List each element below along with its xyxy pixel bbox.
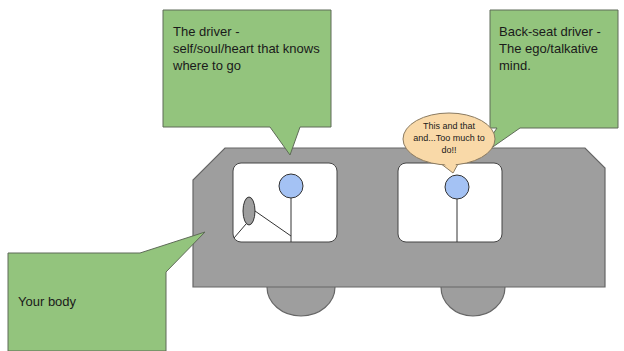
callout-text: This and that and...Too much to do!! <box>413 121 485 156</box>
callout-text: Back-seat driver - The ego/talkative min… <box>499 24 610 75</box>
stick-arm <box>255 211 291 236</box>
callout-shape <box>477 10 618 158</box>
window <box>233 163 337 242</box>
callout-text: The driver - self/soul/heart that knows … <box>173 24 321 75</box>
callout-shape <box>163 10 331 155</box>
stick-body <box>457 199 458 242</box>
bubble-tail-fill <box>441 161 457 172</box>
speech-bubble <box>403 113 495 165</box>
steering-column <box>234 224 246 238</box>
steering-wheel <box>243 197 255 225</box>
callout-text: Your body <box>18 294 156 311</box>
callout-box: The driver - self/soul/heart that knows … <box>163 10 331 127</box>
car-body <box>193 148 605 287</box>
callout-box: Your body <box>8 253 166 351</box>
window <box>398 163 502 242</box>
callout-box: Back-seat driver - The ego/talkative min… <box>490 10 618 128</box>
speech-bubble-box: This and that and...Too much to do!! <box>411 116 487 162</box>
head <box>279 174 303 198</box>
head <box>445 175 469 199</box>
callout-shape <box>8 232 205 351</box>
